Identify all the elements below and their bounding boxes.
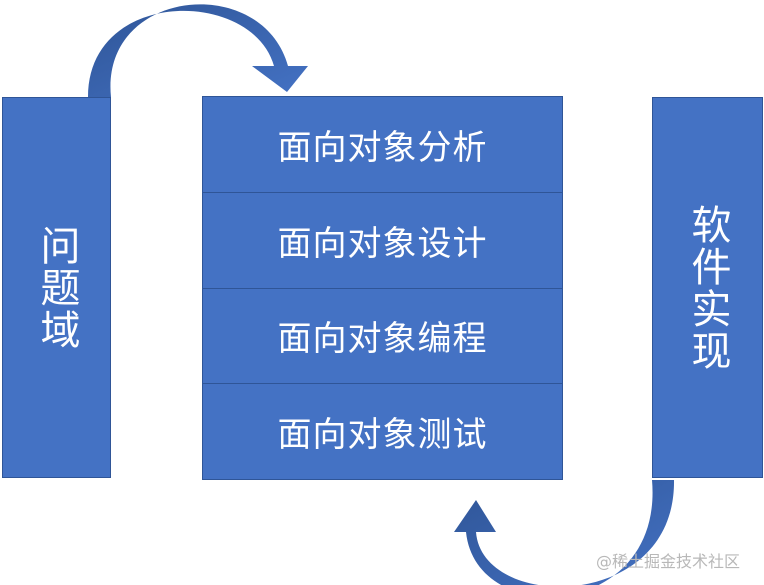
software-implementation-label: 软件实现 <box>684 203 731 372</box>
watermark: @稀土掘金技术社区 <box>596 552 741 571</box>
stage-analysis: 面向对象分析 <box>202 96 563 193</box>
stage-stack: 面向对象分析 面向对象设计 面向对象编程 面向对象测试 <box>202 96 563 480</box>
software-implementation-box: 软件实现 <box>652 97 763 478</box>
problem-domain-label: 问题域 <box>33 224 80 351</box>
problem-domain-box: 问题域 <box>2 97 111 478</box>
top-curved-arrow <box>88 4 308 97</box>
stage-programming: 面向对象编程 <box>202 288 563 385</box>
stage-testing: 面向对象测试 <box>202 384 563 480</box>
stage-design: 面向对象设计 <box>202 192 563 289</box>
